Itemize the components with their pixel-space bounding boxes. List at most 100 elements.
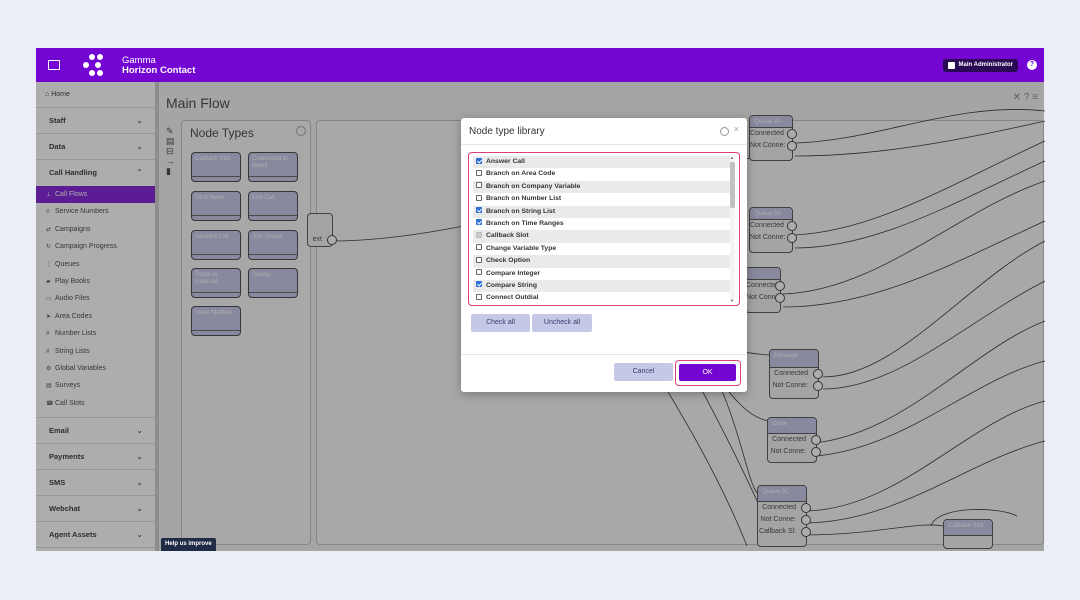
- check-all-button[interactable]: Check all: [471, 314, 530, 332]
- node-type-card[interactable]: Callback Slot: [191, 152, 241, 182]
- window-icon[interactable]: [48, 60, 60, 70]
- sidebar-section-sms[interactable]: SMS⌄: [36, 470, 155, 497]
- flow-node[interactable]: Message Connected Not Conne:: [769, 349, 823, 399]
- checkbox[interactable]: [476, 194, 482, 201]
- hamburger-menu-icon[interactable]: ≡: [1032, 92, 1038, 103]
- sidebar-scrollbar[interactable]: [155, 82, 159, 551]
- ok-button[interactable]: OK: [679, 364, 736, 381]
- flow-node-output[interactable]: Connected: [758, 502, 811, 514]
- sidebar-item-campaigns[interactable]: ⇄Campaigns: [36, 221, 155, 238]
- node-type-option[interactable]: Branch on String List: [473, 205, 731, 218]
- flow-node[interactable]: Queue 3A Connected Not Conne:: [749, 115, 797, 161]
- node-type-option[interactable]: Branch on Time Ranges: [473, 218, 731, 230]
- flow-node-output[interactable]: Connected: [746, 280, 785, 292]
- sidebar-section-staff[interactable]: Staff⌄: [36, 108, 155, 134]
- scroll-up-icon[interactable]: ▲: [730, 155, 734, 160]
- flow-node[interactable]: ext: [307, 213, 337, 247]
- node-type-card[interactable]: Join Queue: [248, 230, 298, 260]
- flow-node-output[interactable]: Connected: [768, 434, 821, 446]
- sidebar-section-agent-assets[interactable]: Agent Assets⌄: [36, 522, 155, 549]
- checkbox[interactable]: [476, 157, 482, 164]
- flow-node-output[interactable]: Not Conne:: [746, 292, 785, 304]
- sidebar-item-service-numbers[interactable]: ≡Service Numbers: [36, 203, 155, 220]
- flow-node-output[interactable]: Not Conne:: [758, 514, 811, 526]
- flow-node-output[interactable]: ext: [308, 234, 337, 246]
- node-type-card[interactable]: End Call: [248, 191, 298, 221]
- wand-icon[interactable]: ✎: [166, 126, 174, 136]
- node-type-option[interactable]: Compare Integer: [473, 268, 731, 280]
- book-icon[interactable]: ▮: [166, 166, 171, 176]
- close-icon[interactable]: ✕: [1012, 92, 1022, 103]
- sidebar-item-surveys[interactable]: ▤Surveys: [36, 377, 155, 394]
- node-type-option[interactable]: Change Variable Type: [473, 243, 731, 255]
- sidebar-item-campaign-progress[interactable]: ↻Campaign Progress: [36, 238, 155, 255]
- node-type-option[interactable]: Branch on Area Code: [473, 168, 731, 180]
- flow-node[interactable]: Queue 3C Connected Not Conne: Callback S…: [757, 485, 811, 547]
- help-improve-tab[interactable]: Help us improve: [161, 538, 216, 551]
- checkbox[interactable]: [476, 281, 482, 288]
- sidebar-item-area-codes[interactable]: ➤Area Codes: [36, 308, 155, 325]
- help-icon[interactable]: [720, 127, 729, 136]
- sidebar-item-string-lists[interactable]: #String Lists: [36, 343, 155, 360]
- checkbox[interactable]: [476, 169, 482, 176]
- flow-node-output[interactable]: Not Conne:: [768, 446, 821, 458]
- option-label: Compare Integer: [486, 269, 541, 277]
- ruler-icon[interactable]: ⊟: [166, 146, 174, 156]
- sidebar-item-audio-files[interactable]: ▭Audio Files: [36, 290, 155, 307]
- flow-node[interactable]: Callback Slot: [943, 519, 993, 549]
- flow-node[interactable]: Connected Not Conne:: [745, 267, 785, 313]
- node-type-option[interactable]: Connect Outdial: [473, 292, 731, 304]
- sidebar-item-global-variables[interactable]: ⚙Global Variables: [36, 360, 155, 377]
- flow-node-output[interactable]: Connected: [750, 220, 797, 232]
- help-icon[interactable]: ?: [1027, 60, 1037, 70]
- sidebar-section-email[interactable]: Email⌄: [36, 418, 155, 445]
- user-badge[interactable]: Main Administrator: [942, 59, 1018, 72]
- flow-node-output[interactable]: Not Conne:: [750, 232, 797, 244]
- node-type-card[interactable]: Voice Mailbox: [191, 306, 241, 336]
- uncheck-all-button[interactable]: Uncheck all: [532, 314, 592, 332]
- sidebar-item-home[interactable]: ⌂ Home: [36, 82, 155, 108]
- checkbox[interactable]: [476, 269, 482, 276]
- close-icon[interactable]: ×: [733, 124, 739, 134]
- arrow-right-icon[interactable]: →: [166, 156, 175, 166]
- checkbox[interactable]: [476, 293, 482, 300]
- checkbox[interactable]: [476, 244, 482, 251]
- node-type-card[interactable]: Dtmf Menu: [191, 191, 241, 221]
- node-type-card[interactable]: Route to External: [191, 268, 241, 298]
- flow-node-output[interactable]: Callback Sl:: [758, 526, 811, 538]
- sidebar-section-call-handling[interactable]: Call Handling⌃: [36, 160, 155, 186]
- node-type-card[interactable]: Survey: [248, 268, 298, 298]
- checkbox[interactable]: [476, 219, 482, 226]
- checkbox[interactable]: [476, 207, 482, 214]
- cancel-button[interactable]: Cancel: [614, 363, 673, 381]
- sidebar-section-webchat[interactable]: Webchat⌄: [36, 496, 155, 523]
- flow-node[interactable]: Queue 3A Connected Not Conne:: [749, 207, 797, 253]
- list-scrollbar[interactable]: ▲ ▼: [730, 155, 735, 303]
- node-type-option[interactable]: Compare String: [473, 279, 731, 293]
- node-type-option[interactable]: Check Option: [473, 255, 731, 268]
- list-icon[interactable]: ▤: [166, 136, 175, 146]
- flow-node-output[interactable]: Not Conne:: [770, 380, 823, 392]
- sidebar-section-payments[interactable]: Payments⌄: [36, 444, 155, 471]
- node-type-card[interactable]: Connected to Agent: [248, 152, 298, 182]
- sidebar-item-call-slots[interactable]: ☎Call Slots: [36, 395, 155, 412]
- checkbox[interactable]: [476, 256, 482, 263]
- node-type-option[interactable]: Branch on Company Variable: [473, 180, 731, 194]
- help-icon[interactable]: ?: [1023, 92, 1030, 103]
- help-icon[interactable]: [296, 126, 306, 136]
- sidebar-item-queues[interactable]: ⋮Queues: [36, 256, 155, 273]
- sidebar-item-number-lists[interactable]: #Number Lists: [36, 325, 155, 342]
- scroll-down-icon[interactable]: ▼: [730, 298, 734, 303]
- sidebar-item-call-flows[interactable]: ⊥Call Flows: [36, 186, 155, 204]
- sidebar-item-play-books[interactable]: ▰Play Books: [36, 273, 155, 290]
- flow-node-output[interactable]: Connected: [770, 368, 823, 380]
- node-type-option[interactable]: Answer Call: [473, 156, 731, 169]
- flow-node-output[interactable]: Connected: [750, 128, 797, 140]
- node-type-card[interactable]: Inbound Call: [191, 230, 241, 260]
- checkbox[interactable]: [476, 182, 482, 189]
- flow-node[interactable]: Close Connected Not Conne:: [767, 417, 821, 463]
- sidebar-section-data[interactable]: Data⌄: [36, 134, 155, 160]
- flow-node-output[interactable]: Not Conne:: [750, 140, 797, 152]
- node-type-option[interactable]: Branch on Number List: [473, 193, 731, 205]
- scroll-thumb[interactable]: [730, 162, 735, 208]
